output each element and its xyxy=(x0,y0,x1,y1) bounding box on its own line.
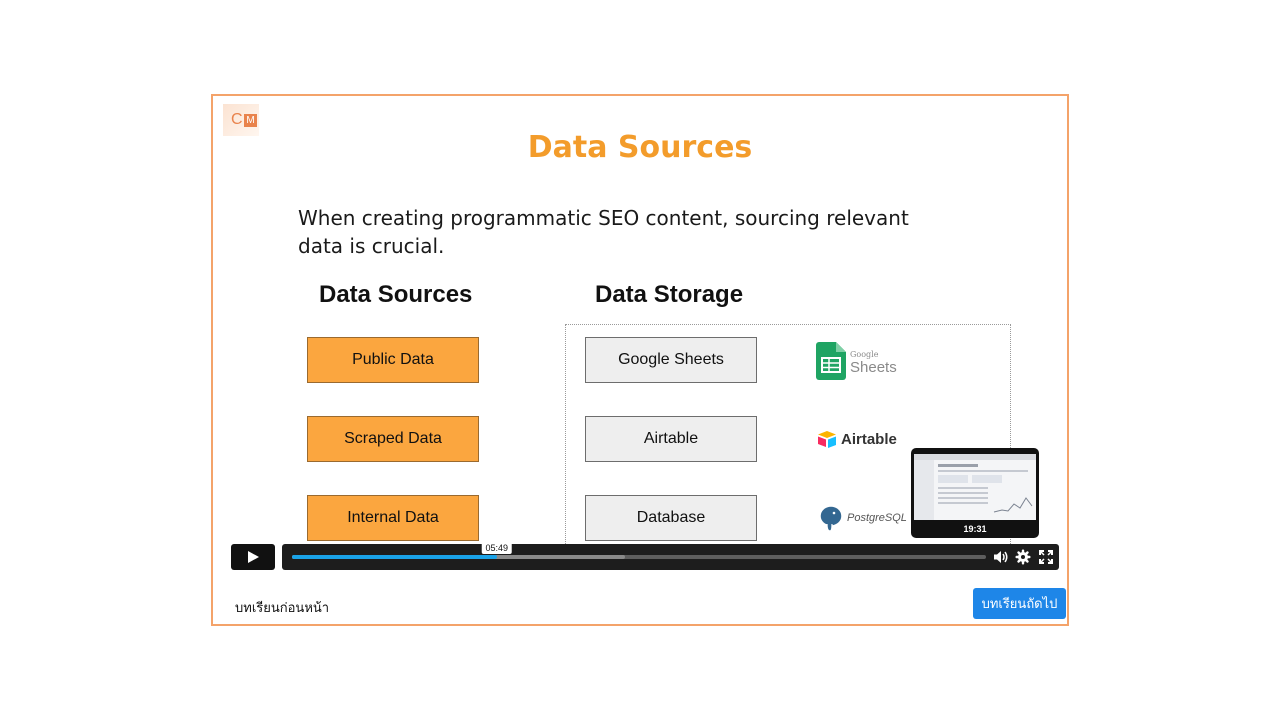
play-button[interactable] xyxy=(231,544,275,570)
postgresql-wordmark: PostgreSQL xyxy=(847,512,907,524)
volume-icon[interactable] xyxy=(993,549,1009,565)
current-time-bubble: 05:49 xyxy=(481,542,512,554)
next-lesson-button[interactable]: บทเรียนถัดไป xyxy=(973,588,1066,619)
storage-box-google-sheets: Google Sheets xyxy=(585,337,757,383)
gear-icon[interactable] xyxy=(1015,549,1031,565)
google-sheets-logo: Google Sheets xyxy=(816,342,897,380)
airtable-logo: Airtable xyxy=(817,430,897,448)
thumbnail-screen-image xyxy=(914,454,1036,520)
storage-area xyxy=(565,324,1011,544)
play-icon xyxy=(248,551,259,563)
google-sheets-icon xyxy=(816,342,846,380)
lesson-footer: บทเรียนก่อนหน้า บทเรียนถัดไป xyxy=(213,570,1067,624)
thumbnail-screen xyxy=(914,454,1036,520)
source-box-internal-data: Internal Data xyxy=(307,495,479,541)
progress-track[interactable]: 05:49 xyxy=(292,542,986,559)
fullscreen-icon[interactable] xyxy=(1038,549,1054,565)
video-slide[interactable]: C M Data Sources When creating programma… xyxy=(213,96,1067,544)
storage-heading: Data Storage xyxy=(595,281,744,308)
storage-box-database: Database xyxy=(585,495,757,541)
airtable-wordmark: Airtable xyxy=(841,430,897,448)
slide-intro-text: When creating programmatic SEO content, … xyxy=(298,206,909,258)
elephant-icon xyxy=(819,505,843,532)
lesson-frame: C M Data Sources When creating programma… xyxy=(211,94,1069,626)
storage-box-airtable: Airtable xyxy=(585,416,757,462)
logo-letter-m: M xyxy=(244,114,257,127)
logo-letter-c: C xyxy=(231,111,243,128)
source-box-public-data: Public Data xyxy=(307,337,479,383)
control-bar: 05:49 xyxy=(282,542,1059,570)
previous-lesson-link[interactable]: บทเรียนก่อนหน้า xyxy=(235,601,330,616)
video-controls: 05:49 xyxy=(231,542,1059,570)
google-sheets-small-text: Google xyxy=(850,350,879,359)
slide-title: Data Sources xyxy=(527,130,753,165)
sources-heading: Data Sources xyxy=(319,281,473,308)
thumbnail-time: 19:31 xyxy=(963,524,987,534)
google-sheets-wordmark: Google Sheets xyxy=(850,348,897,376)
course-logo: C M xyxy=(223,104,259,136)
postgresql-logo: PostgreSQL xyxy=(818,504,907,532)
source-box-scraped-data: Scraped Data xyxy=(307,416,479,462)
scrub-preview-thumbnail: 19:31 xyxy=(911,448,1039,538)
google-sheets-large-text: Sheets xyxy=(850,359,897,376)
played-bar xyxy=(292,555,497,559)
airtable-icon xyxy=(818,431,836,448)
